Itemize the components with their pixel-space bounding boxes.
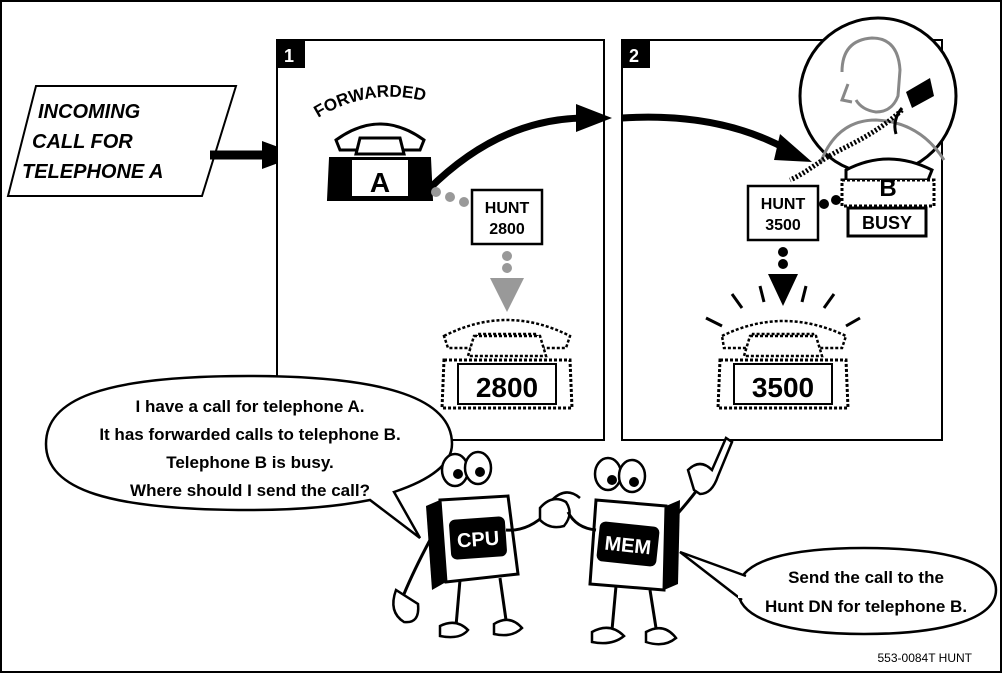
panel-2-number: 2 xyxy=(629,46,639,66)
panel-1-number: 1 xyxy=(284,46,294,66)
panel-2: 2 B BUSY HUNT 350 xyxy=(622,18,956,440)
cpu-line-1: I have a call for telephone A. xyxy=(136,397,365,416)
incoming-line-1: INCOMING xyxy=(38,101,140,123)
incoming-line-2: CALL FOR xyxy=(32,131,133,153)
hunt-2800-number: 2800 xyxy=(489,221,525,238)
telephone-3500: 3500 xyxy=(718,321,848,408)
telephone-b-label: B xyxy=(879,175,896,202)
cpu-line-3: Telephone B is busy. xyxy=(166,453,334,472)
hunt-3500-title: HUNT xyxy=(761,196,806,213)
telephone-a-label: A xyxy=(370,167,390,198)
hunt-3500-number: 3500 xyxy=(765,217,801,234)
figure-code: 553-0084T HUNT xyxy=(878,651,973,665)
incoming-line-3: TELEPHONE A xyxy=(22,161,164,183)
cpu-label: CPU xyxy=(456,528,500,553)
mem-line-2: Hunt DN for telephone B. xyxy=(765,597,967,616)
person-on-phone xyxy=(800,18,956,174)
telephone-a: A xyxy=(328,124,432,200)
cpu-line-2: It has forwarded calls to telephone B. xyxy=(99,425,400,444)
telephone-2800-number: 2800 xyxy=(476,372,538,403)
busy-label: BUSY xyxy=(862,213,912,233)
telephone-3500-number: 3500 xyxy=(752,372,814,403)
hunt-2800-title: HUNT xyxy=(485,200,530,217)
incoming-call-box: INCOMING CALL FOR TELEPHONE A xyxy=(8,86,236,196)
telephone-2800: 2800 xyxy=(442,320,572,408)
telephone-b: B BUSY xyxy=(842,159,934,236)
mem-line-1: Send the call to the xyxy=(788,568,944,587)
cpu-line-4: Where should I send the call? xyxy=(130,481,370,500)
